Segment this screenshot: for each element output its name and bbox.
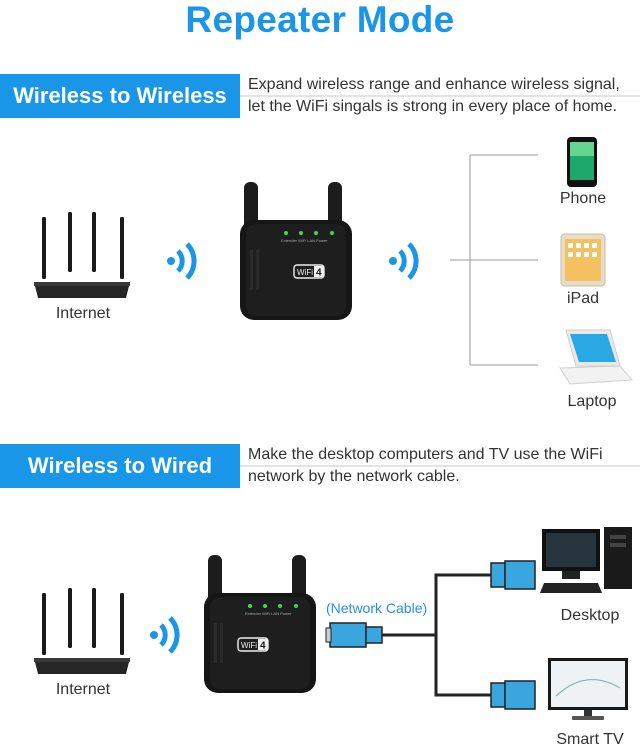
device-label-phone: Phone — [548, 190, 618, 208]
device-label-laptop: Laptop — [556, 393, 628, 411]
svg-text:4: 4 — [260, 641, 266, 652]
section-description-line1: Make the desktop computers and TV use th… — [248, 444, 603, 466]
section-description-line2: network by the network cable. — [248, 466, 460, 488]
tablet-icon — [560, 233, 606, 287]
smart-tv-icon — [546, 656, 630, 722]
section-badge-wireless-to-wired: Wireless to Wired — [0, 444, 240, 488]
connection-bracket — [450, 150, 540, 370]
wifi-repeater-device: Extender WiFi LAN Power WiFi 4 — [238, 180, 354, 322]
desktop-computer-icon — [540, 525, 636, 599]
device-label-ipad: iPad — [548, 290, 618, 308]
wifi-repeater-device: Extender WiFi LAN Power WiFi 4 — [202, 553, 318, 695]
internet-label: Internet — [45, 305, 121, 323]
network-cable-diagram — [326, 565, 536, 705]
section-badge-wireless-to-wireless: Wireless to Wireless — [0, 74, 240, 118]
router-icon — [30, 588, 135, 680]
router-icon — [30, 212, 135, 304]
wifi-signal-icon — [165, 240, 201, 282]
ethernet-plug-icon — [491, 561, 535, 589]
ethernet-plug-icon — [326, 623, 382, 647]
phone-icon — [566, 136, 598, 188]
internet-label: Internet — [45, 681, 121, 699]
section-description-line1: Expand wireless range and enhance wirele… — [248, 74, 620, 96]
device-label-desktop: Desktop — [552, 607, 628, 625]
laptop-icon — [560, 328, 632, 388]
svg-text:WiFi: WiFi — [241, 641, 257, 650]
svg-text:Extender WiFi LAN Power: Extender WiFi LAN Power — [281, 238, 328, 243]
svg-text:WiFi: WiFi — [297, 268, 313, 277]
ethernet-plug-icon — [491, 681, 535, 709]
svg-text:Extender WiFi LAN Power: Extender WiFi LAN Power — [245, 611, 292, 616]
wifi-signal-icon — [387, 240, 423, 282]
wifi-signal-icon — [148, 614, 184, 656]
device-label-smart-tv: Smart TV — [552, 731, 628, 749]
section-description-line2: let the WiFi singals is strong in every … — [248, 96, 617, 118]
svg-text:4: 4 — [316, 268, 322, 279]
page-title: Repeater Mode — [0, 0, 640, 40]
